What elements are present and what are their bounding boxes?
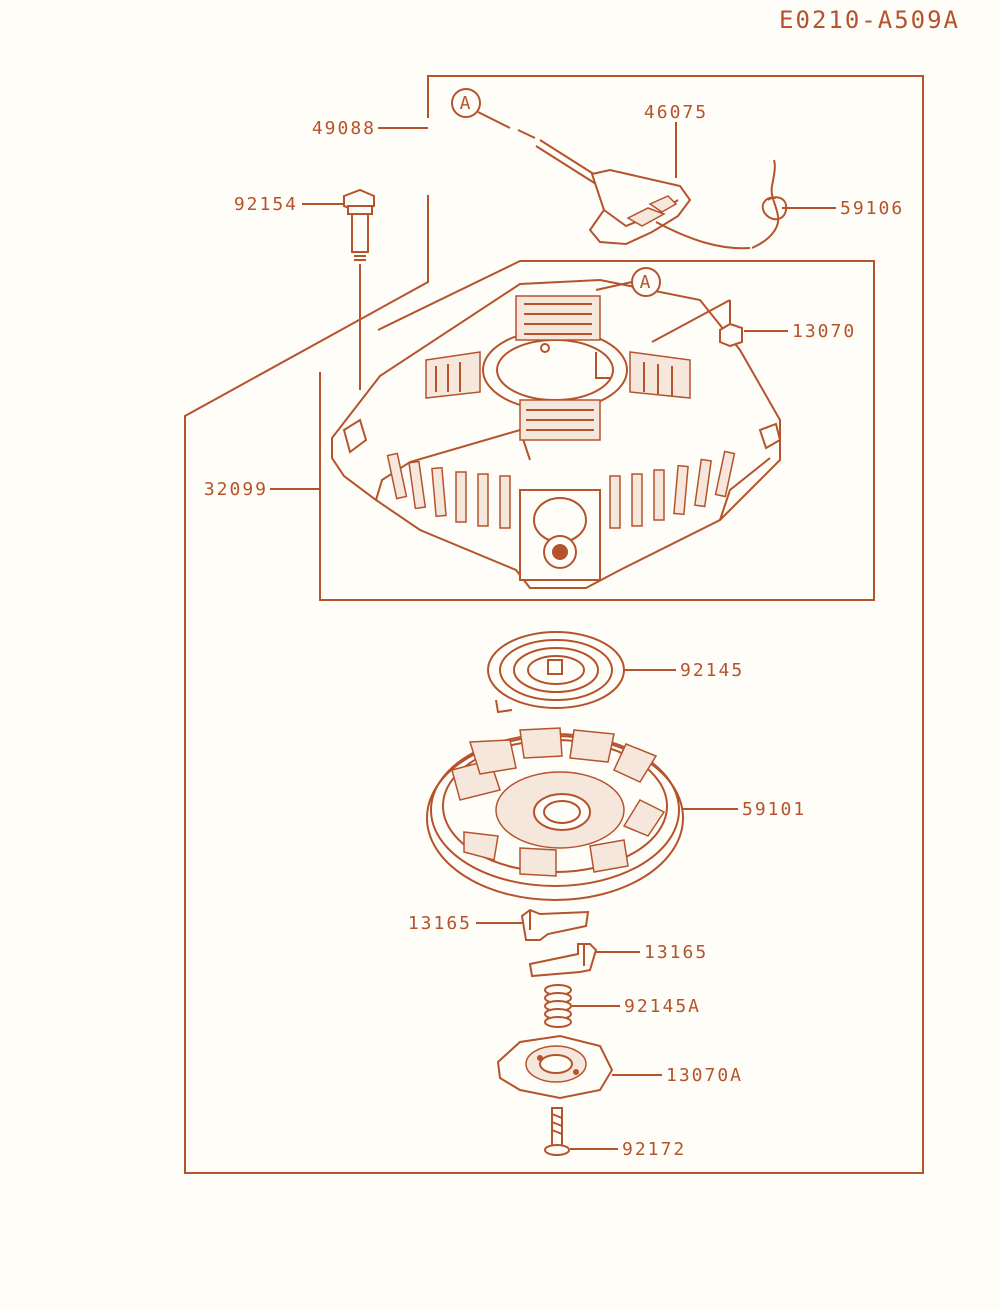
part-label-13070[interactable]: 13070 [792, 321, 856, 342]
part-label-13165-left[interactable]: 13165 [408, 913, 472, 934]
svg-text:A: A [640, 272, 653, 293]
screw [544, 1107, 570, 1156]
pawl-right [528, 943, 598, 978]
spiral-spring [487, 631, 625, 714]
bolt [343, 188, 375, 390]
part-label-59106[interactable]: 59106 [840, 198, 904, 219]
part-label-32099[interactable]: 32099 [204, 479, 268, 500]
part-label-92145[interactable]: 92145 [680, 660, 744, 681]
starter-case [331, 278, 782, 589]
part-label-13165-right[interactable]: 13165 [644, 942, 708, 963]
callout-a-top: A [451, 88, 511, 129]
pawl-left [520, 908, 590, 941]
assembly-outline [184, 75, 924, 1174]
case-hidden-line [595, 352, 610, 379]
starter-rope [655, 159, 788, 250]
part-label-46075[interactable]: 46075 [644, 102, 708, 123]
part-label-92172[interactable]: 92172 [622, 1139, 686, 1160]
part-label-92145A[interactable]: 92145A [624, 996, 701, 1017]
case-outline [319, 260, 875, 601]
starter-knob [517, 129, 692, 246]
part-label-49088[interactable]: 49088 [312, 118, 376, 139]
diagram-code: E0210-A509A [779, 6, 960, 34]
nut [651, 299, 743, 348]
callout-a-case: A [595, 267, 661, 297]
svg-text:A: A [460, 93, 473, 114]
part-label-13070A[interactable]: 13070A [666, 1065, 743, 1086]
reel [426, 727, 684, 901]
part-label-59101[interactable]: 59101 [742, 799, 806, 820]
compression-spring [544, 984, 572, 1028]
part-label-92154[interactable]: 92154 [234, 194, 298, 215]
friction-plate [496, 1034, 614, 1100]
